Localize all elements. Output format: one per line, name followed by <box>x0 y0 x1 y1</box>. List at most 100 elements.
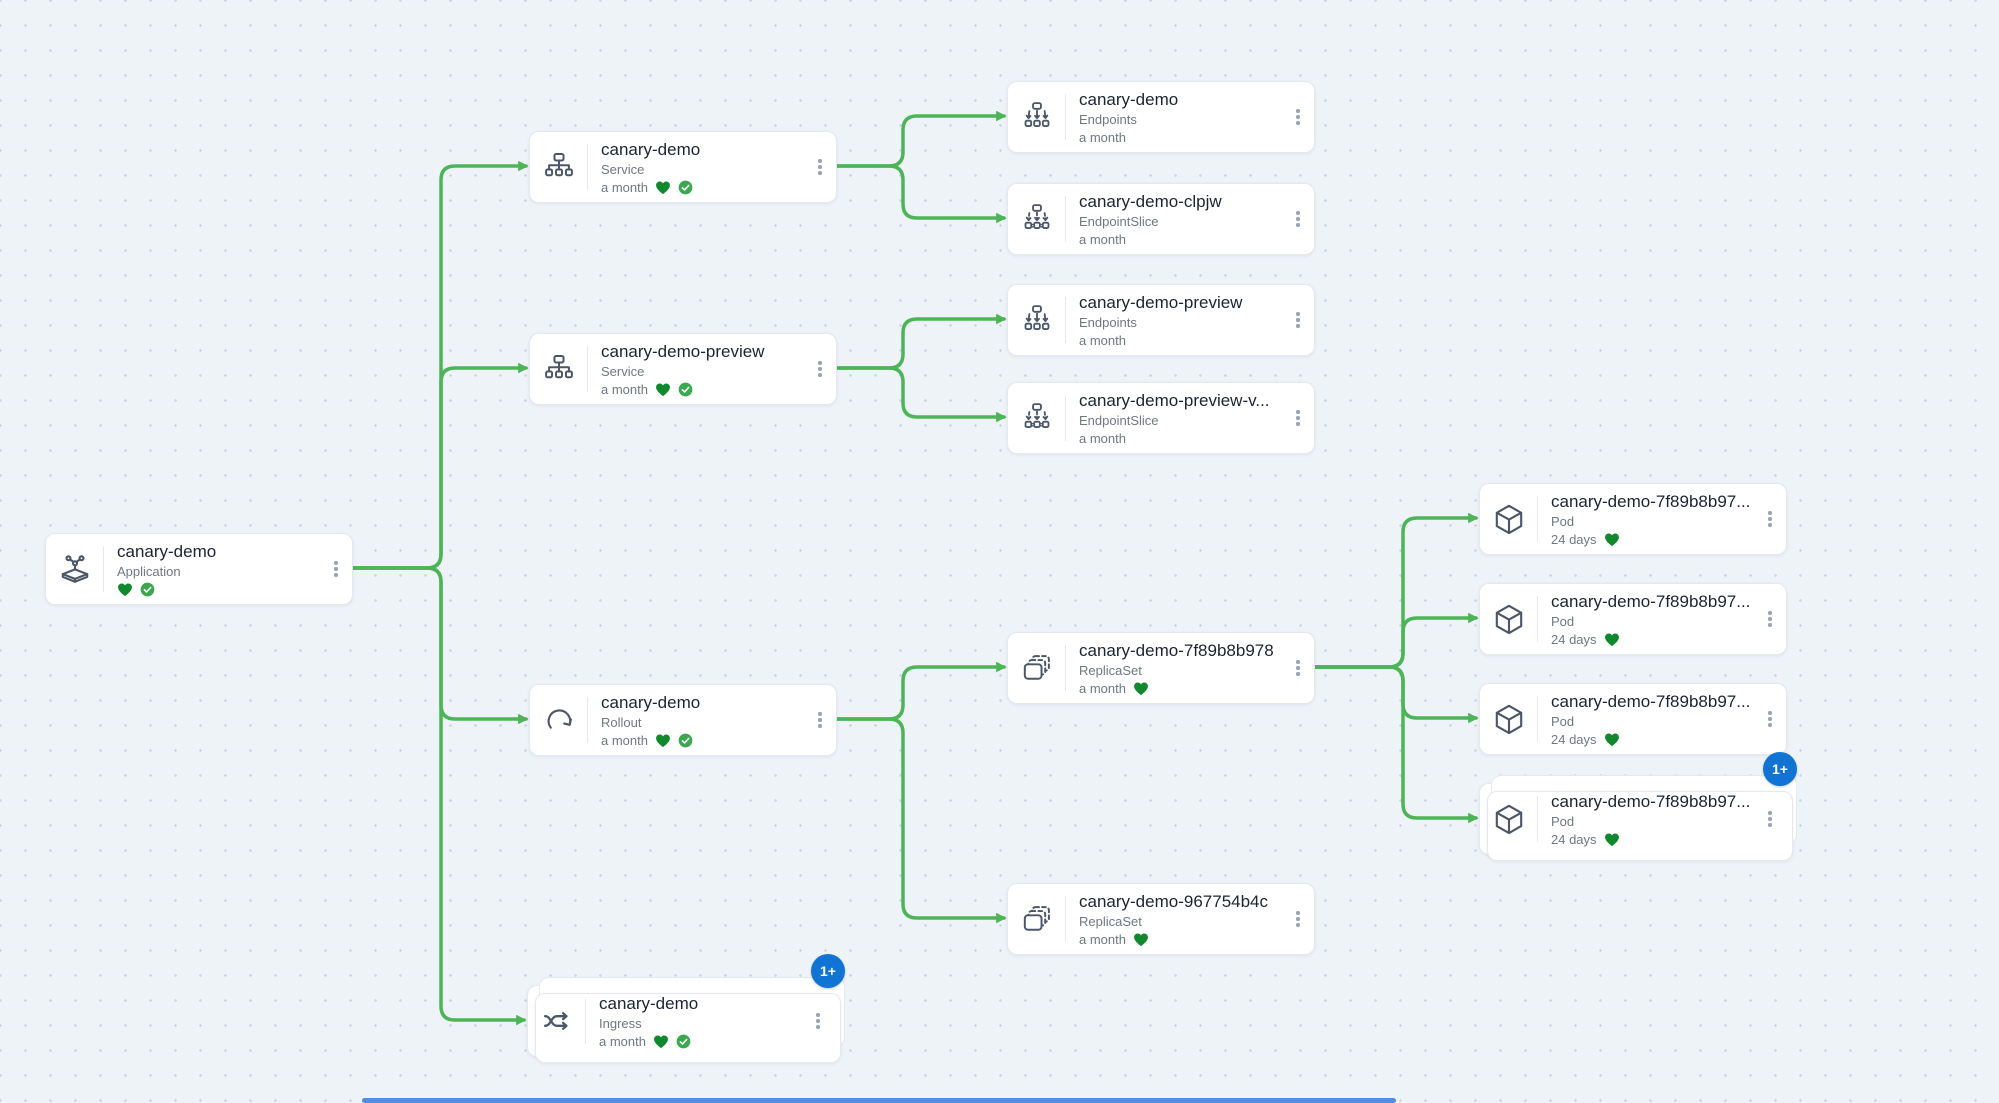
resource-node-pod[interactable]: canary-demo-7f89b8b97... Pod 24 days <box>1479 683 1787 755</box>
resource-name: canary-demo-preview <box>1079 292 1243 312</box>
node-menu-button[interactable] <box>808 706 832 733</box>
endpoints-icon <box>1008 100 1065 134</box>
health-heart-icon <box>656 181 670 194</box>
resource-meta: 24 days <box>1551 831 1750 848</box>
resource-name: canary-demo <box>599 993 699 1013</box>
edge-svc2-to-ep2 <box>833 313 1007 370</box>
horizontal-scrollbar[interactable] <box>362 1098 1396 1103</box>
resource-meta: a month <box>1079 430 1278 447</box>
resource-kind: Service <box>601 161 645 177</box>
resource-name: canary-demo-7f89b8b978 <box>1079 640 1274 660</box>
resource-kind: EndpointSlice <box>1079 412 1159 428</box>
pod-icon <box>1480 602 1537 636</box>
rollout-icon <box>530 703 587 737</box>
sync-check-icon <box>676 1034 691 1048</box>
edge-rs1-to-pod4 <box>1311 665 1479 824</box>
node-menu-button[interactable] <box>1286 905 1310 932</box>
more-items-badge[interactable]: 1+ <box>811 954 845 988</box>
health-heart-icon <box>656 734 670 747</box>
resource-meta: a month <box>1079 231 1278 248</box>
node-menu-button[interactable] <box>1758 505 1782 532</box>
resource-age: a month <box>1079 332 1126 348</box>
endpoints-icon <box>1008 303 1065 337</box>
resource-kind: Rollout <box>601 714 642 730</box>
replicaset-icon <box>1008 902 1065 936</box>
node-divider <box>1065 645 1066 691</box>
resource-name: canary-demo-7f89b8b97... <box>1551 491 1750 511</box>
edge-app-to-ingress <box>349 566 527 1026</box>
edge-rollout-to-rs1 <box>833 661 1007 721</box>
pod-icon <box>1480 702 1537 736</box>
resource-meta <box>117 581 316 597</box>
resource-kind: Pod <box>1551 613 1575 629</box>
resource-meta: a month <box>599 1033 798 1050</box>
resource-meta: 24 days <box>1551 531 1750 548</box>
node-menu-button[interactable] <box>808 355 832 382</box>
edge-app-to-rollout <box>349 566 529 725</box>
more-items-badge[interactable]: 1+ <box>1763 752 1797 786</box>
node-menu-button[interactable] <box>1286 306 1310 333</box>
resource-age: a month <box>1079 129 1126 145</box>
resource-name: canary-demo-7f89b8b97... <box>1551 591 1750 611</box>
node-menu-button[interactable] <box>1286 205 1310 232</box>
node-menu-button[interactable] <box>1758 705 1782 732</box>
node-menu-button[interactable] <box>1286 103 1310 130</box>
node-menu-button[interactable] <box>1758 605 1782 632</box>
resource-name: canary-demo-7f89b8b97... <box>1551 691 1750 711</box>
node-menu-button[interactable] <box>808 153 832 180</box>
resource-age: 24 days <box>1551 831 1597 847</box>
health-heart-icon <box>1134 933 1148 946</box>
edge-rs1-to-pod2 <box>1311 612 1479 669</box>
resource-name: canary-demo-967754b4c <box>1079 891 1269 911</box>
resource-kind: Endpoints <box>1079 314 1137 330</box>
resource-kind: ReplicaSet <box>1079 662 1142 678</box>
node-menu-button[interactable] <box>806 1007 830 1034</box>
service-icon <box>530 352 587 386</box>
node-menu-button[interactable] <box>324 555 348 582</box>
node-divider <box>587 144 588 190</box>
resource-name: canary-demo <box>1079 89 1179 109</box>
resource-kind: Endpoints <box>1079 111 1137 127</box>
node-divider <box>587 346 588 392</box>
resource-age: 24 days <box>1551 731 1597 747</box>
resource-name: canary-demo-clpjw <box>1079 191 1222 211</box>
resource-kind: Pod <box>1551 713 1575 729</box>
replicaset-icon <box>1008 651 1065 685</box>
node-menu-button[interactable] <box>1286 654 1310 681</box>
node-menu-button[interactable] <box>1758 805 1782 832</box>
node-divider <box>1065 297 1066 343</box>
pod-icon <box>1480 502 1537 536</box>
resource-age: a month <box>601 179 648 195</box>
edge-rs1-to-pod1 <box>1311 512 1479 669</box>
resource-kind: Service <box>601 363 645 379</box>
edge-rollout-to-rs2 <box>833 717 1007 924</box>
node-menu-button[interactable] <box>1286 404 1310 431</box>
resource-meta: a month <box>1079 680 1278 697</box>
node-divider <box>1537 696 1538 742</box>
edge-app-to-svc2 <box>349 362 529 570</box>
resource-meta: 24 days <box>1551 731 1750 748</box>
sync-check-icon <box>678 382 693 396</box>
node-divider <box>103 546 104 592</box>
